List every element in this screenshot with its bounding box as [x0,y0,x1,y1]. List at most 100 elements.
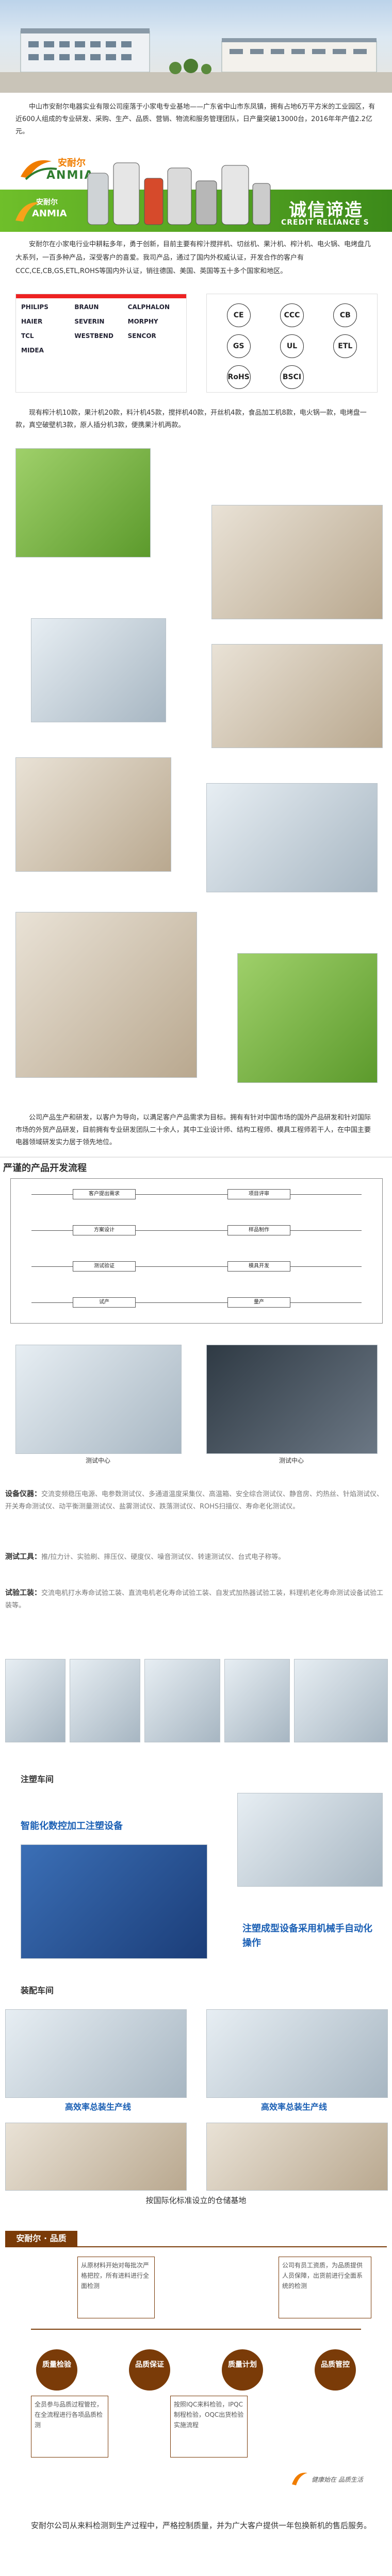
about-text: 安耐尔在小家电行业中耕耘多年，勇于创新，目前主要有榨汁搅拌机、切丝机、果汁机、榨… [15,241,371,275]
slogan-en: CREDIT RELIANCE S [281,218,369,227]
partner-logo-8: SENCOR [127,332,156,340]
fixtures-block: 试验工装：交流电机打水寿命试验工装、直流电机老化寿命试验工装、自发式加热器试验工… [5,1587,387,1612]
devflow-step-0: 客户提出需求 [73,1189,136,1199]
factory-photo [0,0,392,93]
quality-note-4: 公司有员工资质，为品质提供人员保障，出货前进行全面系统的检测 [279,2257,371,2318]
quality-header: 安耐尔 · 品质 [5,2231,77,2246]
warehouse-photo-1 [5,2123,187,2191]
test-center-label-1: 测试中心 [85,1457,110,1464]
equipment-photo-3 [144,1659,220,1742]
equipment-block: 设备仪器：交流变频稳压电源、电参数测试仪、多通道温度采集仪、高温箱、安全综合测试… [5,1488,387,1513]
quality-step-1: 品质保证 [129,2349,170,2391]
assembly-photo-1 [5,2009,187,2098]
brand-banner: 安耐尔 ANMIA 安耐尔 ANMIA 诚信谛造 CREDIT RELIANCE… [0,144,392,232]
equipment-photo-1 [5,1659,66,1742]
brand-name-cn: 安耐尔 [58,158,86,168]
footer-text: 安耐尔公司从来料检测到生产过程中，严格控制质量，并为广大客户提供一年包换新机的售… [31,2521,372,2530]
quality-step-0: 质量检验 [36,2349,77,2391]
brand-logo-mark [21,160,57,180]
assembly-section: 装配车间 高效率总装生产线 高效率总装生产线 按国际化标准设立的仓储基地 [0,1978,392,2221]
equipment-photo-4 [224,1659,290,1742]
brand-logo: 安耐尔 ANMIA [15,154,119,184]
devflow-title: 严谨的产品开发流程 [3,1163,87,1174]
devflow-step-4: 测试验证 [73,1261,136,1272]
injection-caption-1: 智能化数控加工注塑设备 [21,1821,123,1832]
product-photo-5 [15,757,171,872]
testing-photos: 测试中心 测试中心 [0,1340,392,1473]
product-photo-3 [31,618,166,722]
test-center-photo-1 [15,1345,182,1454]
partner-logo-9: MIDEA [21,347,44,354]
product-photo-8 [237,953,378,1083]
fixtures-label: 试验工装： [5,1589,41,1597]
equipment-photo-5 [294,1659,388,1742]
injection-photo-1 [237,1793,383,1887]
fixtures-text: 交流电机打水寿命试验工装、直流电机老化寿命试验工装、自发式加热器试验工装，料理机… [5,1589,384,1609]
slogan-strip: 安耐尔 ANMIA 诚信谛造 CREDIT RELIANCE S [0,162,392,232]
quality-step-2: 质量计划 [222,2349,263,2391]
equipment-photo-strip [0,1654,392,1747]
equipment-section: 设备仪器：交流变频稳压电源、电参数测试仪、多通道温度采集仪、高温箱、安全综合测试… [0,1484,392,1643]
brand-name-en: ANMIA [46,169,94,182]
devflow-diagram: 客户提出需求 项目评审方案设计 样品制作测试验证 模具开发试产 量产 [10,1178,383,1324]
equipment-label: 设备仪器： [5,1490,41,1498]
devflow-step-6: 试产 [73,1297,136,1308]
tools-text: 推/拉力计、实验刷、摔压仪、硬度仪、噪音测试仪、转速测试仪、台式电子称等。 [41,1553,285,1561]
tools-label: 测试工具： [5,1553,41,1561]
quality-note-3: 按照IQC来料检验，IPQC制程检验，OQC出货检验实施流程 [170,2396,248,2458]
appliance-lineup [83,152,273,230]
quality-step-3: 品质管控 [315,2349,356,2391]
assembly-title: 装配车间 [21,1986,54,1995]
injection-title: 注塑车间 [21,1774,54,1784]
assembly-photo-2 [206,2009,388,2098]
cert-logo-2: CB [333,303,357,327]
cert-logo-1: CCC [280,303,304,327]
devflow-step-1: 项目评审 [227,1189,290,1199]
footer-brand-block: 健康始在 品质生活 [289,2468,387,2488]
product-collage [0,443,392,1108]
partnership-text: 公司产品生产和研发，以客户为导向，以满足客户产品需求为目标。拥有有针对中国市场的… [15,1114,371,1146]
assembly-caption-1: 高效率总装生产线 [64,2102,131,2112]
partner-logo-2: CALPHALON [127,303,170,311]
green-brand-en: ANMIA [32,208,67,219]
product-photo-4 [211,644,383,748]
product-photo-2 [211,505,383,619]
partner-logo-7: WESTBEND [74,332,113,340]
product-photo-6 [206,783,378,892]
warehouse-caption: 按国际化标准设立的仓储基地 [145,2196,247,2205]
devflow-step-5: 模具开发 [227,1261,290,1272]
test-center-photo-2 [206,1345,378,1454]
devflow-step-3: 样品制作 [227,1225,290,1235]
product-photo-7 [15,912,197,1078]
slogan-cn: 诚信谛造 [289,200,363,221]
cert-logo-7: BSCI [280,365,304,389]
tools-block: 测试工具：推/拉力计、实验刷、摔压仪、硬度仪、噪音测试仪、转速测试仪、台式电子称… [5,1551,387,1564]
factory-illustration [0,28,392,93]
equipment-photo-2 [70,1659,140,1742]
intro-text: 中山市安耐尔电器实业有限公司座落于小家电专业基地——广东省中山市东凤镇，拥有占地… [15,103,375,135]
partner-logo-4: SEVERIN [74,318,105,325]
lineup-text: 现有榨汁机10款，果汁机20款，料汁机45款，搅拌机40款，开丝机4款，食品加工… [15,409,367,429]
devflow-step-2: 方案设计 [73,1225,136,1235]
factory-banner [0,0,392,93]
product-photo-1 [15,448,151,557]
cert-logo-3: GS [226,334,251,358]
test-center-label-2: 测试中心 [279,1457,304,1464]
quality-note-2: 全员参与品质过程管控，在全流程进行各项品质检测 [31,2396,108,2458]
devflow-section: 严谨的产品开发流程 客户提出需求 项目评审方案设计 样品制作测试验证 模具开发试产 量产 [0,1157,392,1328]
injection-caption-2: 注塑成型设备采用机械手自动化操作 [242,1923,372,1948]
cert-logo-5: ETL [333,334,357,358]
partner-logo-3: HAIER [21,318,43,325]
quality-note-1: 从原材料开始对每批次严格把控，所有进料进行全面检测 [77,2257,155,2318]
assembly-caption-2: 高效率总装生产线 [260,2102,327,2112]
partner-logo-6: TCL [21,332,34,340]
warehouse-photo-2 [206,2123,388,2191]
devflow-step-7: 量产 [227,1297,290,1308]
cert-logo-4: UL [280,334,304,358]
footer-logo-mark [292,2472,307,2485]
injection-photo-2 [21,1844,207,1959]
equipment-text: 交流变频稳压电源、电参数测试仪、多通道温度采集仪、高温箱、安全综合测试仪、静音房… [5,1490,384,1511]
quality-section: 安耐尔 · 品质 从原材料开始对每批次严格把控，所有进料进行全面检测 公司有员工… [0,2226,392,2504]
